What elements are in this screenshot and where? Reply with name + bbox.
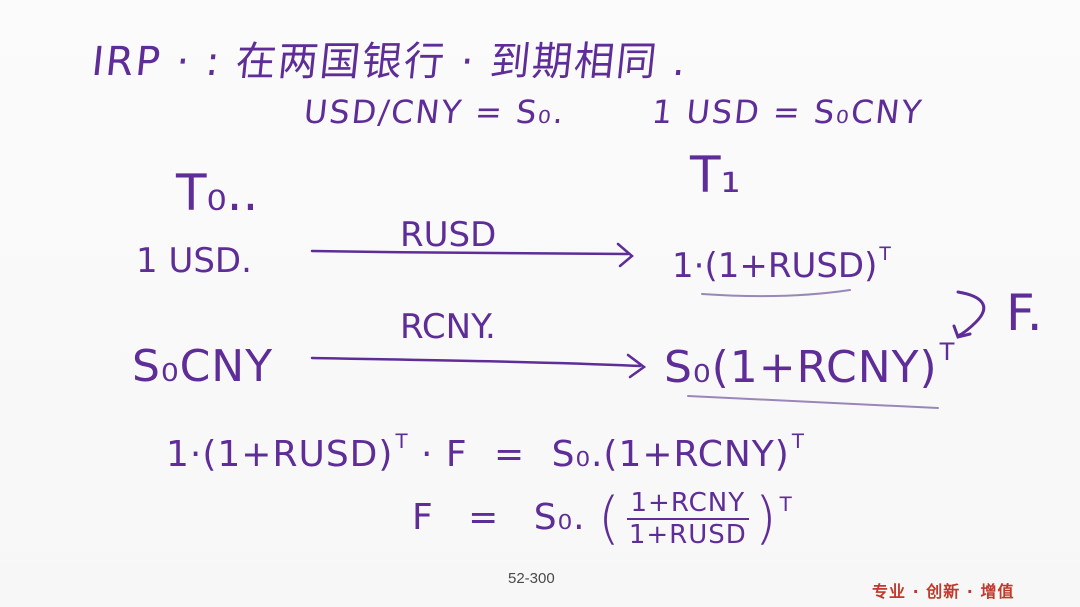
usd-exponent: T [879, 244, 891, 265]
cny-arrow-line [310, 356, 642, 368]
usd-future-value: 1·(1+RUSD)T [672, 244, 891, 286]
parity-rhs: S₀.(1+RCNY) [551, 433, 790, 475]
usd-rate-label: RUSD [400, 215, 497, 255]
cny-principal: S₀CNY [132, 341, 274, 392]
usd-arrow-head [616, 242, 634, 268]
forward-spot: S₀. [533, 497, 586, 538]
usd-arrow-line [310, 249, 630, 256]
cny-result-underline [687, 395, 939, 409]
cny-rate-label: RCNY. [400, 307, 496, 347]
parity-equation: 1·(1+RUSD)T · F = S₀.(1+RCNY)T [166, 432, 805, 473]
forward-bracket [956, 290, 986, 338]
parity-lhs: 1·(1+RUSD) [166, 433, 394, 475]
parity-equals: = [494, 433, 526, 475]
parity-rhs-exponent: T [791, 430, 805, 453]
forward-rate-label: F. [1006, 284, 1043, 342]
close-paren: ) [754, 486, 778, 551]
usd-result-underline [701, 289, 851, 298]
forward-equals: = [468, 497, 500, 538]
spot-equivalence: 1 USD = S₀CNY [650, 93, 926, 131]
forward-exponent: T [779, 493, 793, 517]
parity-lhs-exponent: T [395, 430, 409, 453]
time-start-label: T₀.. [176, 164, 259, 222]
brand-slogan: 专业 · 创新 · 增值 [872, 582, 1015, 601]
fraction-numerator: 1+RCNY [626, 490, 750, 520]
usd-principal: 1 USD. [136, 241, 252, 281]
irp-title: IRP · : 在两国银行 · 到期相同 . [89, 39, 691, 85]
page-number: 52-300 [508, 570, 555, 587]
parity-forward: · F [421, 433, 468, 475]
forward-bracket-head [952, 324, 972, 339]
cny-arrow-head [626, 353, 647, 379]
spot-rate-quote: USD/CNY = S₀. [302, 93, 568, 131]
open-paren: ( [597, 486, 621, 551]
time-end-label: T₁ [690, 146, 741, 204]
usd-result-text: 1·(1+RUSD) [672, 245, 878, 286]
forward-formula: F = S₀. ( 1+RCNY 1+RUSD )T [412, 490, 793, 548]
cny-future-value: S₀(1+RCNY)T [664, 340, 955, 390]
fraction-denominator: 1+RUSD [628, 520, 747, 550]
cny-exponent: T [939, 338, 956, 366]
cny-result-text: S₀(1+RCNY) [664, 341, 938, 393]
rate-fraction: 1+RCNY 1+RUSD [625, 490, 751, 548]
forward-lhs: F [412, 497, 434, 538]
